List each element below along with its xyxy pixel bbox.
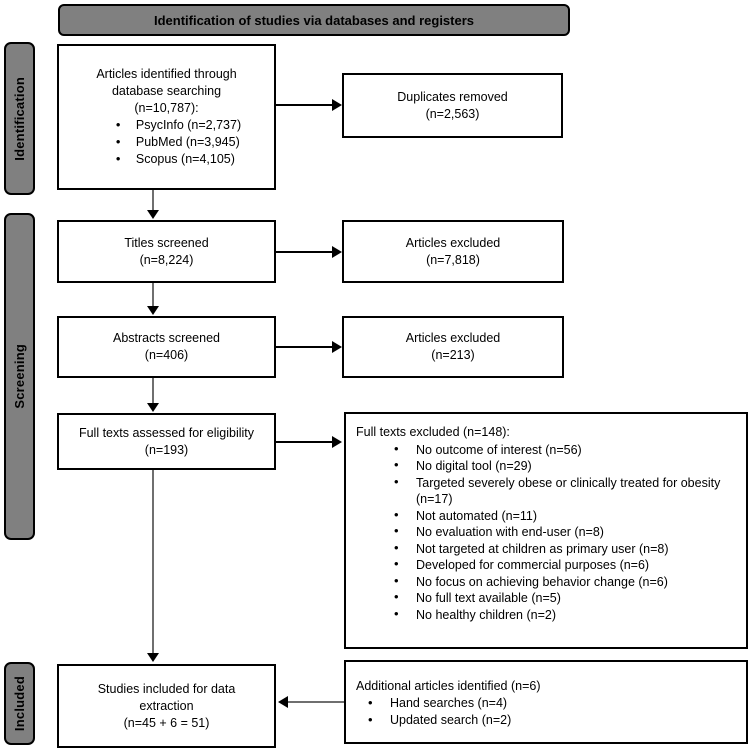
arrowhead-down-titles — [147, 210, 159, 219]
arrowhead-right-fulltext-excluded — [332, 436, 342, 448]
connector-fulltext-to-excluded — [276, 441, 334, 443]
box-fulltexts-excluded: Full texts excluded (n=148): No outcome … — [344, 412, 748, 649]
connector-identified-to-titles — [152, 190, 154, 212]
fulltext-excluded-heading: Full texts excluded (n=148): — [356, 425, 510, 439]
list-item: Not automated (n=11) — [356, 507, 738, 525]
fulltext-assessed-line-2: (n=193) — [144, 442, 189, 457]
stage-label-screening: Screening — [12, 344, 27, 409]
identified-line-2: database searching — [111, 84, 222, 98]
list-item: No full text available (n=5) — [356, 589, 738, 607]
titles-excluded-line-1: Articles excluded — [405, 235, 501, 250]
titles-excluded-line-2: (n=7,818) — [426, 252, 480, 267]
duplicates-line-2: (n=2,563) — [425, 106, 480, 121]
list-item: No focus on achieving behavior change (n… — [356, 573, 738, 591]
additional-list: Hand searches (n=4) Updated search (n=2) — [356, 694, 738, 729]
fulltext-assessed-line-1: Full texts assessed for eligibility — [78, 425, 255, 440]
fulltext-excluded-list: No outcome of interest (n=56) No digital… — [356, 441, 738, 624]
list-item: PubMed (n=3,945) — [92, 133, 241, 151]
identified-line-1: Articles identified through — [96, 67, 237, 81]
box-abstracts-excluded: Articles excluded (n=213) — [342, 316, 564, 378]
stage-label-identification: Identification — [12, 76, 27, 161]
box-studies-included: Studies included for data extraction (n=… — [57, 664, 276, 748]
diagram-banner-title: Identification of studies via databases … — [58, 4, 570, 36]
list-item: No evaluation with end-user (n=8) — [356, 523, 738, 541]
additional-heading: Additional articles identified (n=6) — [356, 679, 541, 693]
stage-bar-screening: Screening — [4, 213, 35, 540]
arrowhead-left-included — [278, 696, 288, 708]
list-item: Developed for commercial purposes (n=6) — [356, 556, 738, 574]
titles-screened-line-2: (n=8,224) — [139, 252, 194, 267]
arrowhead-down-abstracts — [147, 306, 159, 315]
list-item: Hand searches (n=4) — [356, 694, 738, 712]
stage-bar-included: Included — [4, 662, 35, 745]
duplicates-line-1: Duplicates removed — [397, 89, 508, 104]
arrowhead-down-included — [147, 653, 159, 662]
list-item: Targeted severely obese or clinically tr… — [356, 474, 738, 508]
connector-fulltext-to-included — [152, 470, 154, 655]
arrowhead-right-titles-excluded — [332, 246, 342, 258]
titles-screened-line-1: Titles screened — [124, 235, 209, 250]
list-item: Scopus (n=4,105) — [92, 150, 241, 168]
connector-titles-to-abstracts — [152, 283, 154, 308]
list-item: No digital tool (n=29) — [356, 457, 738, 475]
abstracts-excluded-line-2: (n=213) — [431, 348, 475, 362]
box-abstracts-screened: Abstracts screened (n=406) — [57, 316, 276, 378]
list-item: No healthy children (n=2) — [356, 606, 738, 624]
list-item: PsycInfo (n=2,737) — [92, 116, 241, 134]
box-titles-screened: Titles screened (n=8,224) — [57, 220, 276, 283]
connector-identified-to-duplicates — [276, 104, 334, 106]
list-item: No outcome of interest (n=56) — [356, 441, 738, 459]
studies-included-line-3: (n=45 + 6 = 51) — [123, 715, 210, 730]
abstracts-screened-line-2: (n=406) — [144, 348, 189, 362]
arrowhead-right-abstracts-excluded — [332, 341, 342, 353]
arrowhead-right-duplicates — [332, 99, 342, 111]
list-item: Not targeted at children as primary user… — [356, 540, 738, 558]
box-duplicates-removed: Duplicates removed (n=2,563) — [342, 73, 563, 138]
box-additional-articles: Additional articles identified (n=6) Han… — [344, 660, 748, 744]
studies-included-line-2: extraction — [139, 698, 194, 713]
studies-included-line-1: Studies included for data — [97, 681, 236, 696]
abstracts-excluded-line-1: Articles excluded — [405, 331, 501, 345]
arrowhead-down-fulltext — [147, 403, 159, 412]
connector-abstracts-to-excluded — [276, 346, 334, 348]
connector-titles-to-excluded — [276, 251, 334, 253]
connector-additional-to-included — [288, 701, 344, 703]
banner-label: Identification of studies via databases … — [153, 12, 475, 28]
abstracts-screened-line-1: Abstracts screened — [113, 331, 220, 345]
box-articles-identified: Articles identified through database sea… — [57, 44, 276, 190]
box-titles-excluded: Articles excluded (n=7,818) — [342, 220, 564, 283]
connector-abstracts-to-fulltext — [152, 378, 154, 405]
list-item: Updated search (n=2) — [356, 711, 738, 729]
box-fulltexts-assessed: Full texts assessed for eligibility (n=1… — [57, 413, 276, 470]
identified-line-3: (n=10,787): — [134, 101, 199, 115]
stage-label-included: Included — [12, 675, 27, 732]
identified-source-list: PsycInfo (n=2,737) PubMed (n=3,945) Scop… — [92, 116, 241, 168]
stage-bar-identification: Identification — [4, 42, 35, 195]
